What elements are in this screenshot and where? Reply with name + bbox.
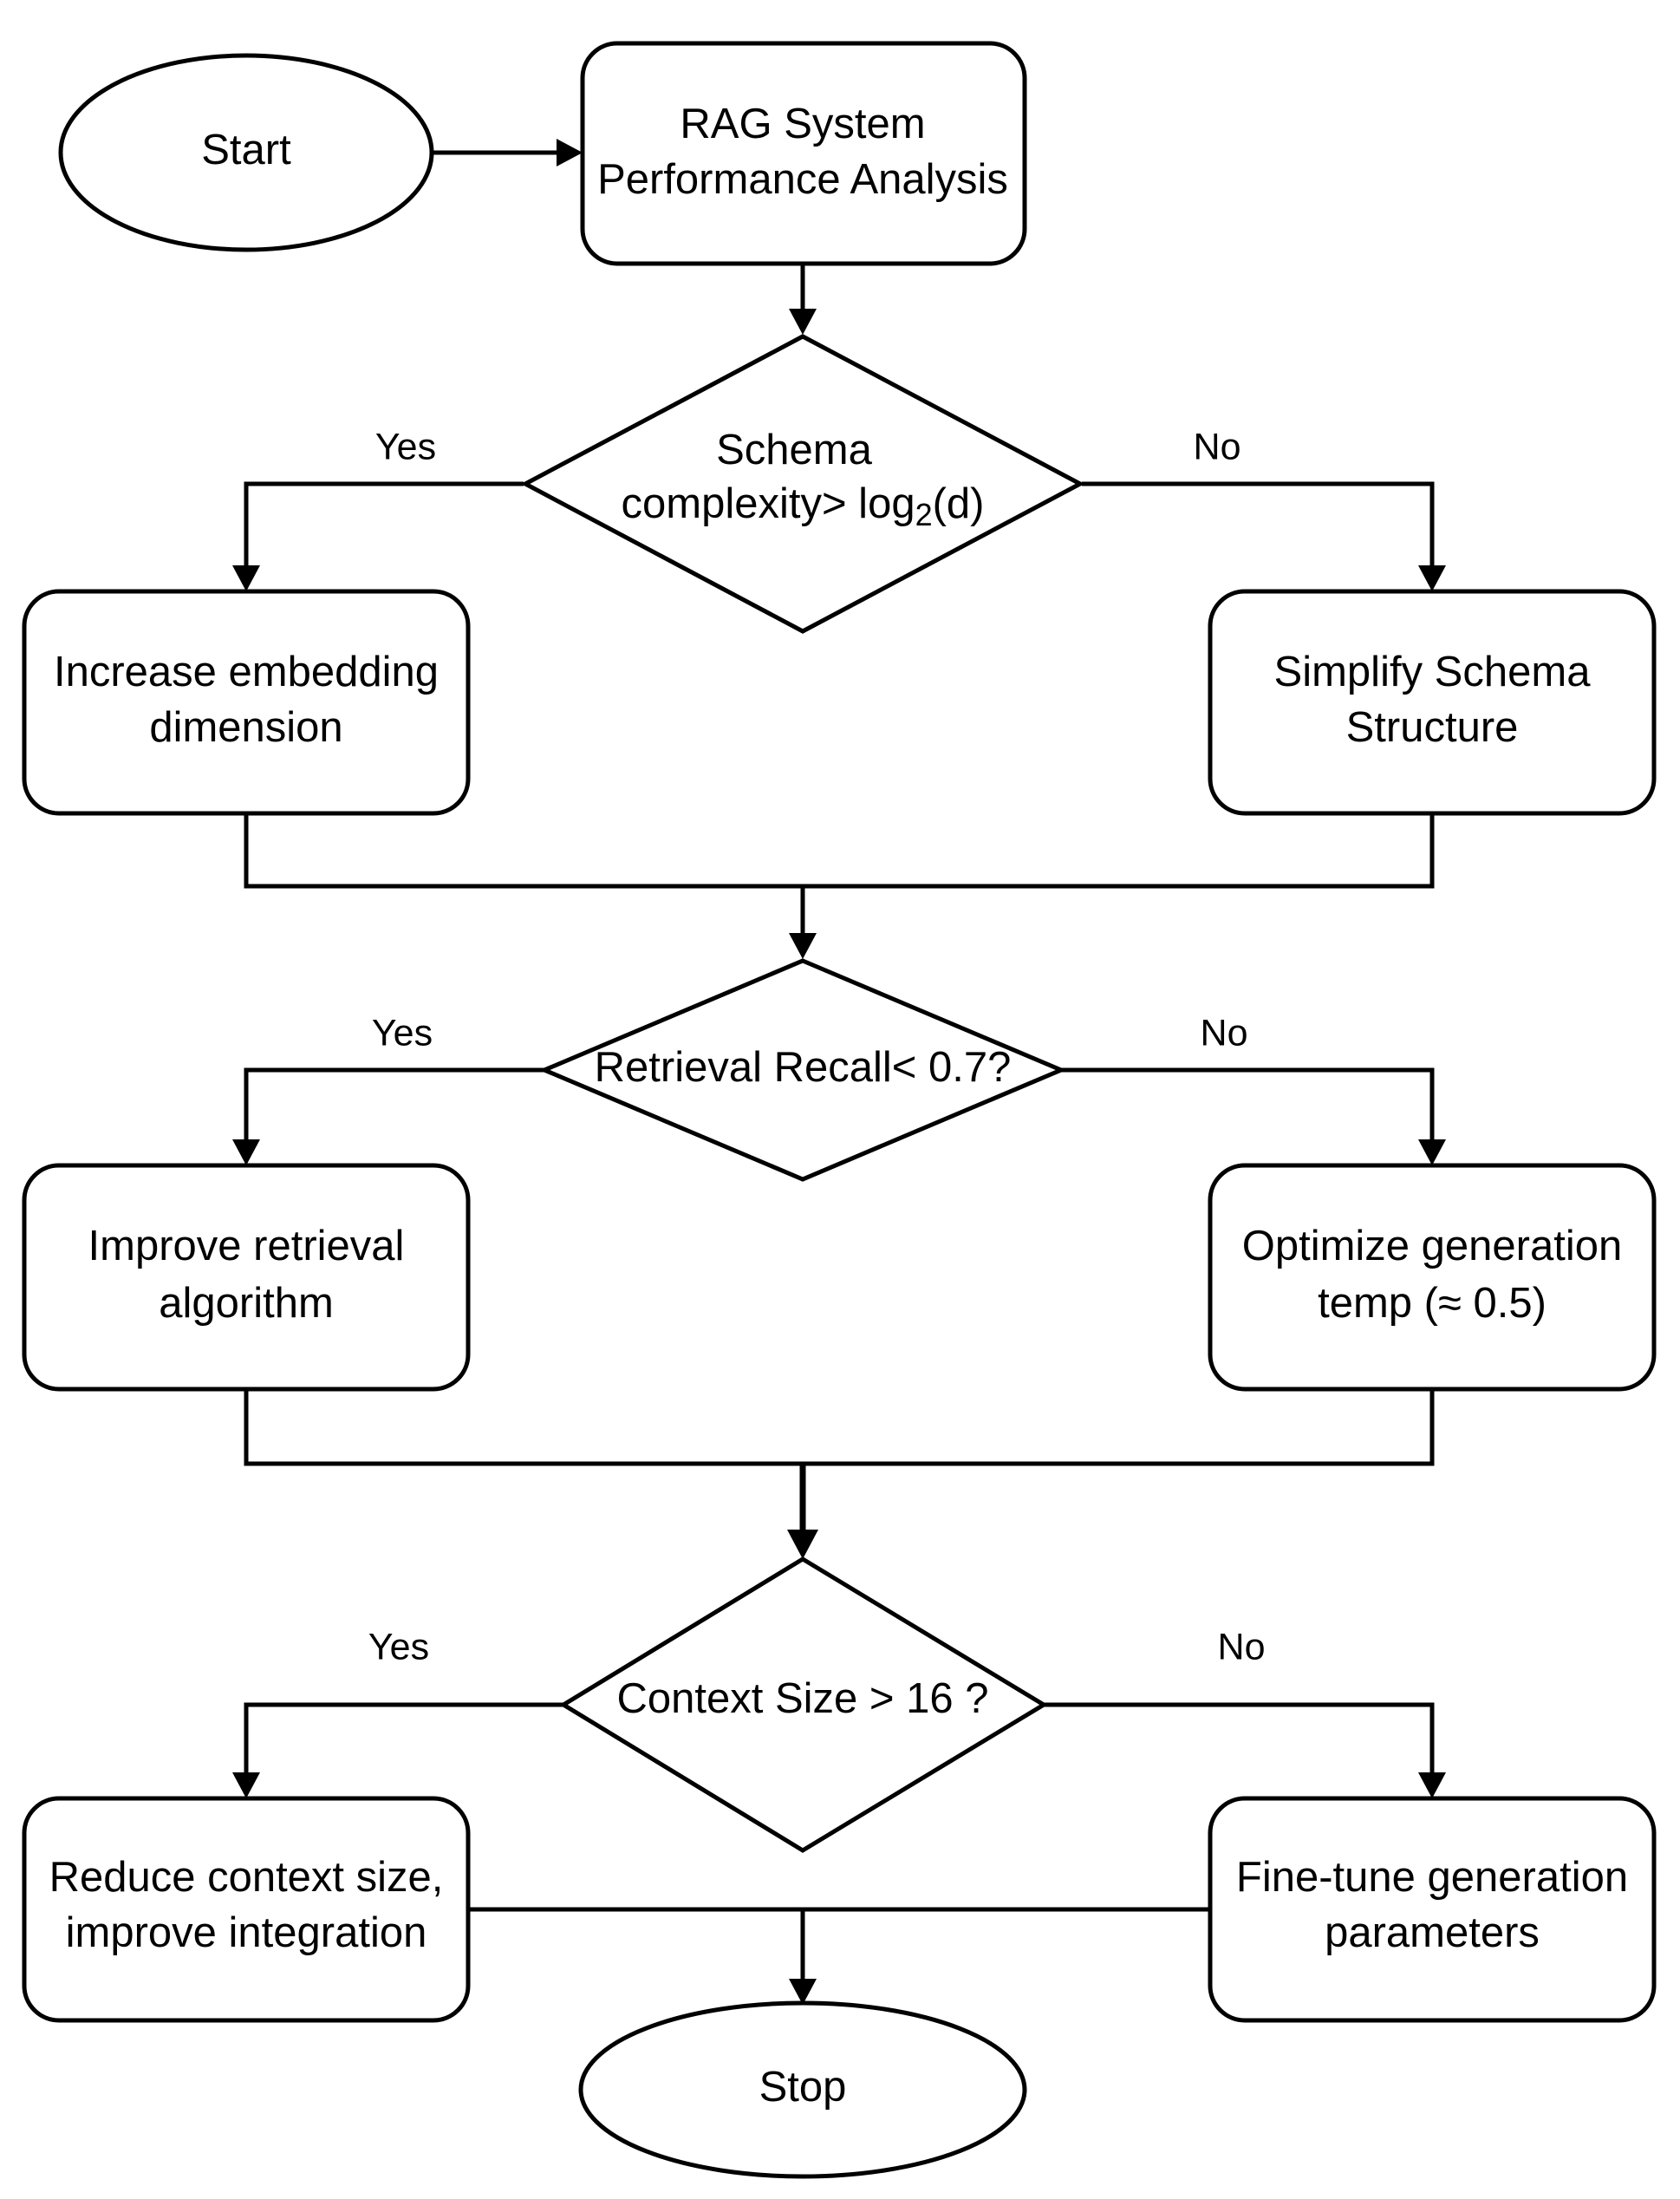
increase-embedding-line1: Increase embedding bbox=[54, 649, 439, 695]
start-label: Start bbox=[201, 127, 291, 173]
reduce-context-box bbox=[22, 1796, 471, 2023]
decision1-no-label: No bbox=[1194, 426, 1241, 467]
stop-label: Stop bbox=[759, 2064, 847, 2111]
improve-retrieval-line2: algorithm bbox=[159, 1280, 334, 1327]
optimize-generation-line1: Optimize generation bbox=[1242, 1223, 1623, 1269]
arrowhead bbox=[789, 933, 817, 959]
connector-decision2-no bbox=[1061, 1067, 1435, 1145]
arrowhead bbox=[232, 1139, 260, 1165]
connector-decision3-no bbox=[1044, 1702, 1435, 1778]
reduce-context-line2: improve integration bbox=[66, 1909, 427, 1956]
simplify-schema-line2: Structure bbox=[1346, 704, 1519, 751]
decision1-yes-label: Yes bbox=[375, 426, 436, 467]
improve-retrieval-line1: Improve retrieval bbox=[88, 1223, 405, 1269]
connectors bbox=[232, 139, 1446, 2005]
decision1-line2-prefix: complexity> log bbox=[622, 480, 915, 527]
decision1-label-line2: complexity> log2(d) bbox=[622, 480, 985, 532]
decision3-label: Context Size > 16 ? bbox=[616, 1675, 988, 1722]
analysis-process-box bbox=[580, 41, 1027, 266]
arrowhead bbox=[1418, 1139, 1446, 1165]
arrowhead bbox=[789, 1979, 817, 2005]
decision1-line2-subscript: 2 bbox=[915, 497, 933, 532]
simplify-schema-line1: Simplify Schema bbox=[1274, 649, 1592, 695]
stop-terminal bbox=[578, 2000, 1027, 2179]
connector-decision2-yes bbox=[244, 1067, 544, 1145]
decision3-no-label: No bbox=[1218, 1626, 1266, 1667]
start-terminal bbox=[58, 53, 434, 252]
fine-tune-line1: Fine-tune generation bbox=[1236, 1854, 1628, 1901]
decision1-label-line1: Schema bbox=[716, 427, 873, 473]
optimize-generation-line2: temp (≈ 0.5) bbox=[1318, 1280, 1547, 1327]
reduce-context-line1: Reduce context size, bbox=[49, 1854, 444, 1901]
arrowhead bbox=[787, 1530, 818, 1559]
analysis-label-line2: Performance Analysis bbox=[597, 156, 1008, 203]
connector-decision3-yes bbox=[244, 1702, 563, 1778]
arrowhead bbox=[557, 139, 583, 166]
increase-embedding-box bbox=[22, 589, 471, 816]
decision2-yes-label: Yes bbox=[372, 1012, 433, 1054]
fine-tune-box bbox=[1208, 1796, 1657, 2023]
decision3-yes-label: Yes bbox=[368, 1626, 429, 1667]
connector-merge2 bbox=[244, 1389, 1435, 1466]
simplify-schema-box bbox=[1208, 589, 1657, 816]
arrowhead bbox=[789, 309, 817, 335]
fine-tune-line2: parameters bbox=[1325, 1909, 1540, 1956]
improve-retrieval-box bbox=[22, 1163, 471, 1392]
arrowhead bbox=[232, 1772, 260, 1798]
arrowhead bbox=[1418, 565, 1446, 591]
retrieval-recall-decision bbox=[538, 958, 1067, 1182]
connector-decision1-yes bbox=[244, 481, 524, 571]
increase-embedding-line2: dimension bbox=[149, 704, 342, 751]
optimize-generation-box bbox=[1208, 1163, 1657, 1392]
arrowhead bbox=[1418, 1772, 1446, 1798]
context-size-decision bbox=[559, 1556, 1048, 1853]
decision2-label: Retrieval Recall< 0.7? bbox=[595, 1044, 1012, 1091]
decision2-no-label: No bbox=[1201, 1012, 1248, 1054]
decision1-line2-suffix: (d) bbox=[933, 480, 985, 527]
schema-complexity-decision bbox=[520, 334, 1085, 634]
connector-decision1-no bbox=[1082, 481, 1435, 571]
connector-merge1 bbox=[244, 813, 1435, 889]
arrowhead bbox=[232, 565, 260, 591]
analysis-label-line1: RAG System bbox=[680, 101, 925, 147]
